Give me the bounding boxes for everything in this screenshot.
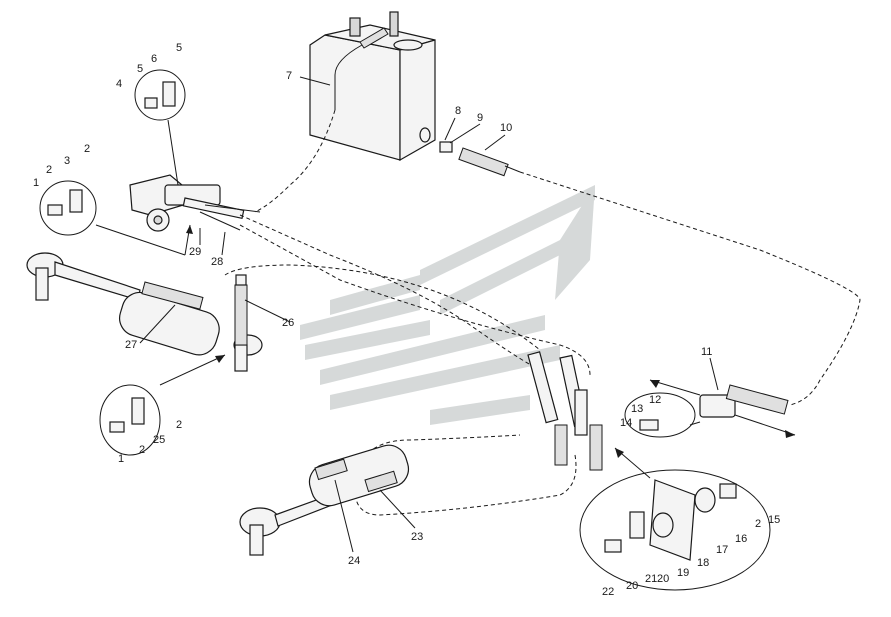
callout-label: 2 [755,518,761,530]
callout-label: 11 [701,346,712,358]
detail-circle-1 [39,180,186,256]
detail-circle-3 [99,384,161,456]
callout-label: 23 [411,531,423,543]
callout-label: 22 [602,586,614,598]
callout-label: 20 [657,573,669,585]
callout-label: 29 [189,246,201,258]
callout-label: 14 [620,417,632,429]
callout-label: 15 [768,514,780,526]
detail-circle-5 [579,469,771,591]
callout-label: 3 [64,155,70,167]
callout-label: 28 [211,256,223,268]
control-valve-bracket [129,174,261,232]
callout-label: 8 [455,105,461,117]
callout-label: 5 [137,63,143,75]
callout-label: 18 [697,557,709,569]
oil-tank [309,11,436,162]
steering-cylinder-24 [239,444,410,556]
callout-label: 24 [348,555,360,567]
callout-label: 7 [286,70,292,82]
watermark-logo [300,185,595,425]
callout-label: 21 [645,573,657,585]
hose-10 [458,147,521,177]
detail-circle-2 [134,69,186,186]
detail-circle-4 [624,392,696,438]
callout-label: 4 [116,78,122,90]
callout-label: 9 [477,112,483,124]
callout-label: 12 [649,394,661,406]
callout-label: 25 [153,434,165,446]
valve-block-11 [649,379,796,436]
callout-label: 2 [139,444,145,456]
callout-label: 10 [500,122,512,134]
arrows [159,224,795,479]
callout-label: 19 [677,567,689,579]
callout-label: 1 [33,177,39,189]
callout-label: 27 [125,339,137,351]
callout-label: 6 [151,53,157,65]
callout-label: 17 [716,544,728,556]
callout-labels: 1 2 3 2 4 5 6 5 7 8 9 10 11 12 13 14 15 … [33,42,780,598]
callout-label: 16 [735,533,747,545]
callout-label: 2 [176,419,182,431]
callout-label: 13 [631,403,643,415]
callout-label: 2 [46,164,52,176]
fitting-9 [439,141,453,153]
callout-label: 2 [84,143,90,155]
hose-routes [224,109,861,516]
leader-lines [139,76,719,553]
callout-label: 5 [176,42,182,54]
hose-manifold [527,351,603,471]
callout-label: 1 [118,453,124,465]
steering-cylinder-27 [26,252,263,372]
callout-label: 20 [626,580,638,592]
